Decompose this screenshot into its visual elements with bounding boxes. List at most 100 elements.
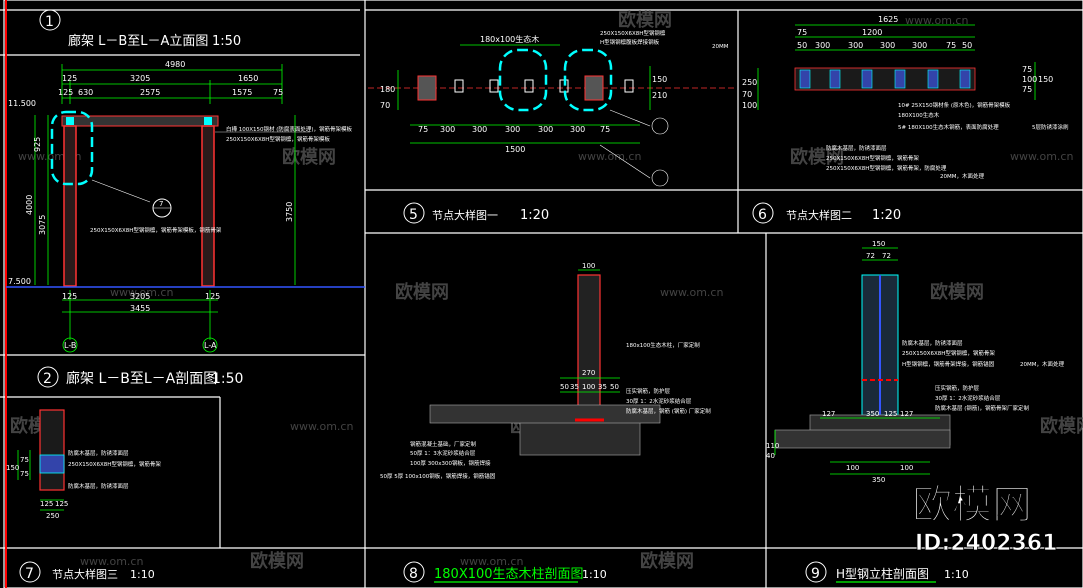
section-beam	[61, 115, 219, 127]
detail3-dim-texts: 150 75 75 125 125 250	[6, 456, 68, 520]
dim-label: 125	[62, 292, 77, 301]
dim-label: 100	[900, 464, 913, 472]
note-line: 白樺 100X150钢材 (防腐表面处理)，钢筋骨架模板	[226, 125, 353, 133]
dim-label: 125	[62, 74, 77, 83]
watermark-url: www.om.cn	[1010, 150, 1073, 163]
panel-2-scale: 1:50	[212, 371, 243, 387]
level-label: 11.500	[8, 99, 36, 108]
callout-number: 7	[159, 200, 163, 208]
dim-label: 1575	[232, 88, 252, 97]
dim-label: 72	[882, 252, 891, 260]
note-line: 10# 25X150钢材条 (原木色)，钢筋骨架模板	[898, 101, 1011, 109]
dim-label: 125	[40, 500, 53, 508]
level-label: 7.500	[8, 277, 31, 286]
beam-section-strip	[794, 67, 976, 91]
dim-label: 150	[652, 75, 667, 84]
dim-label: 925	[33, 137, 42, 152]
dim-label: 100	[742, 101, 757, 110]
joist-sections	[454, 79, 634, 93]
dim-label: 300	[538, 125, 553, 134]
note-line: 250X150X6X8H型钢钢檩，钢筋骨架模板	[226, 135, 330, 143]
watermark-url: www.om.cn	[110, 286, 173, 299]
panel-2-number-circle	[37, 366, 59, 388]
panel-5-number: 5	[409, 207, 418, 223]
detail1-dim-texts: 180x100生态木 75 300 300 300 300 300 75 150…	[380, 34, 667, 154]
panel-8-scale: 1:10	[582, 568, 607, 581]
dim-label: 150	[6, 464, 19, 472]
dim-label: 1650	[238, 74, 258, 83]
panel-7-number-circle	[19, 561, 41, 583]
dim-label: 125	[205, 292, 220, 301]
note-line: 250X150X6X8H型钢钢檩，钢筋骨架	[68, 460, 161, 468]
panel-6-scale: 1:20	[872, 208, 901, 223]
dim-label: 50	[560, 383, 569, 391]
detail3-post	[39, 409, 65, 491]
dim-label: 3455	[130, 304, 150, 313]
note-line: 250X150X6X8H型钢钢檩	[600, 29, 666, 37]
dim-label: 75	[797, 28, 807, 37]
detail3-notes: 防腐木基层，防锈漆面层 250X150X6X8H型钢钢檩，钢筋骨架 防腐木基层，…	[68, 449, 161, 490]
dim-label: 3205	[130, 74, 150, 83]
panel-5-number-circle	[403, 202, 425, 224]
panel-7-scale: 1:10	[130, 568, 155, 581]
panel-2-title: 2 廊架 L－B至L－A剖面图 1:50	[37, 366, 243, 388]
dim-label: 150	[1038, 75, 1053, 84]
section-dim-lines	[34, 64, 296, 353]
dim-label: 4980	[165, 60, 185, 69]
dim-label: 1200	[862, 28, 882, 37]
watermark-id: ID:2402361	[915, 531, 1057, 556]
panel-9-title-text: H型钢立柱剖面图	[836, 566, 929, 581]
note-line: 防腐木基层，防锈漆面层	[68, 449, 129, 457]
note-line: 20MM	[712, 44, 729, 50]
dim-label: 35	[570, 383, 579, 391]
note-line: 防腐木基层，防锈漆面层	[826, 144, 887, 152]
panel-7-detail-drawing: 150 75 75 125 125 250 防腐木基层，防锈漆面层 250X15…	[6, 409, 161, 583]
dim-label: 300	[472, 125, 487, 134]
section180-notes: 180x100生态木柱，厂家定制 压实钢筋，防护层 30厚 1：2水泥砂浆结合层…	[380, 341, 711, 480]
section-notes: 白樺 100X150钢材 (防腐表面处理)，钢筋骨架模板 250X150X6X8…	[90, 125, 353, 234]
dim-label: 300	[505, 125, 520, 134]
dim-label: 40	[766, 452, 775, 460]
dim-label: 72	[866, 252, 875, 260]
note-line: 180X100生态木	[898, 111, 940, 119]
note-line: 钢筋混凝土基础，厂家定制	[410, 440, 477, 448]
panel-1-number: 1	[45, 14, 54, 30]
dim-label: 75	[600, 125, 610, 134]
dim-label: 630	[78, 88, 93, 97]
callout-leader	[91, 179, 151, 203]
panel-6-detail-drawing: 1625 1200 75 50 300 300 300 300 75 50 25…	[742, 15, 1069, 224]
dim-label: 3075	[38, 215, 47, 235]
dim-label: 270	[582, 369, 595, 377]
dim-label: 300	[570, 125, 585, 134]
dim-label: 180	[380, 85, 395, 94]
detail1-notes: 250X150X6X8H型钢钢檩 H型钢钢檩腹板焊接钢板 20MM	[600, 29, 729, 50]
watermark-brand: 欧模网	[1040, 415, 1083, 437]
note-line: 30厚 1：2水泥砂浆结合层	[935, 394, 1001, 402]
detail-callout-box	[498, 48, 548, 112]
dim-label: 3205	[130, 292, 150, 301]
panel-2-number: 2	[43, 371, 52, 387]
grid-label-a: L-B	[64, 341, 76, 350]
panel-6-number-circle	[752, 202, 774, 224]
watermark-url: www.om.cn	[660, 286, 723, 299]
watermark-brand: 欧模网	[790, 146, 844, 168]
panel-8-number: 8	[409, 566, 418, 582]
detail-callout-box	[50, 110, 94, 186]
section-column-left	[63, 125, 77, 287]
note-line: 20MM，木面处理	[940, 172, 984, 180]
dim-label: 300	[440, 125, 455, 134]
dim-label: 70	[380, 101, 390, 110]
dim-label: 300	[880, 41, 895, 50]
watermark-brand: 欧模网	[395, 281, 449, 303]
panel-1-scale: 1:50	[212, 34, 241, 49]
dim-label: 4000	[25, 195, 34, 215]
dim-label: 70	[742, 90, 752, 99]
panel-5-scale: 1:20	[520, 208, 549, 223]
dim-label: 350	[872, 476, 885, 484]
note-line: 30厚 1：2水泥砂浆结合层	[626, 397, 692, 405]
watermark-brand: 欧模网	[618, 9, 672, 31]
dim-label: 125	[55, 500, 68, 508]
dim-label: 127	[822, 410, 835, 418]
panel-8-section-drawing: 100 270 50 35 100 35 50 180x100生态木柱，厂家定制…	[380, 262, 711, 583]
